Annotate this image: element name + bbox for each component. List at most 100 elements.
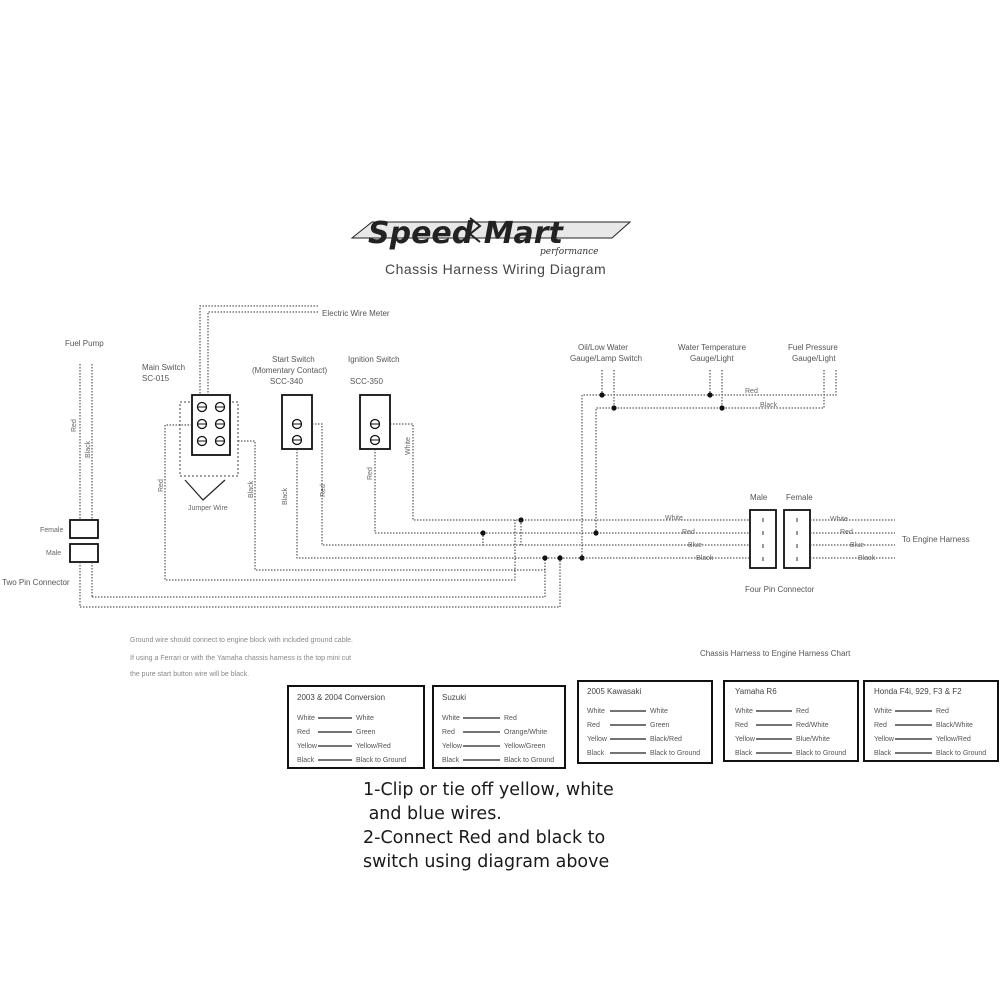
svg-text:White: White (442, 715, 460, 722)
chart-box-1: 2003 & 2004 Conversion White White Red Gre… (287, 685, 425, 769)
label-start-switch: Start Switch (272, 355, 315, 364)
svg-text:Red: Red (297, 729, 310, 736)
svg-text:Female: Female (40, 527, 63, 534)
label-water-temp: Water Temperature (678, 343, 747, 352)
svg-text:Honda F4i, 929, F3 & F2: Honda F4i, 929, F3 & F2 (874, 687, 962, 696)
svg-text:Red: Red (504, 715, 517, 722)
svg-text:Red: Red (442, 729, 455, 736)
svg-text:Black: Black (248, 480, 255, 498)
svg-text:Yellow: Yellow (735, 736, 756, 743)
svg-text:Black: Black (874, 750, 892, 757)
two-pin-connector: Female Male Two Pin Connector (2, 519, 99, 587)
svg-text:Black: Black (696, 555, 714, 562)
svg-text:Red: Red (796, 708, 809, 715)
svg-text:Black: Black (760, 402, 778, 409)
diagram-title: Chassis Harness Wiring Diagram (385, 261, 606, 277)
four-pin-connector (749, 509, 811, 569)
svg-text:Yellow: Yellow (442, 743, 463, 750)
svg-text:White: White (665, 515, 683, 522)
svg-text:White: White (587, 708, 605, 715)
svg-text:2003 & 2004 Conversion: 2003 & 2004 Conversion (297, 693, 385, 702)
svg-text:Black: Black (858, 555, 876, 562)
svg-text:White: White (874, 708, 892, 715)
instruction-line-2: and blue wires. (363, 804, 502, 824)
svg-text:White: White (405, 437, 412, 455)
svg-text:White: White (830, 516, 848, 523)
start-switch (281, 394, 313, 450)
svg-text:Green: Green (356, 729, 376, 736)
note-line-1: Ground wire should connect to engine blo… (130, 637, 353, 644)
instructions: 1-Clip or tie off yellow, white and blue… (363, 778, 663, 874)
label-fuel-pressure-sub: Gauge/Light (792, 354, 836, 363)
instruction-line-1: 1-Clip or tie off yellow, white (363, 780, 614, 800)
svg-text:Blue/White: Blue/White (796, 736, 830, 743)
svg-text:Suzuki: Suzuki (442, 693, 466, 702)
speedmart-logo: Speed Mart performance (350, 216, 632, 257)
label-start-switch-sub: (Momentary Contact) (252, 366, 327, 375)
svg-text:Red: Red (840, 529, 853, 536)
svg-text:Black: Black (282, 487, 289, 505)
svg-text:Black: Black (587, 750, 605, 757)
label-main-switch: Main Switch (142, 363, 185, 372)
svg-text:Black to Ground: Black to Ground (796, 750, 846, 757)
svg-text:White: White (356, 715, 374, 722)
label-oil-pressure-sub: Gauge/Lamp Switch (570, 354, 642, 363)
junction-dots (480, 392, 725, 561)
label-female: Female (786, 493, 813, 502)
svg-text:White: White (735, 708, 753, 715)
label-ignition-switch: Ignition Switch (348, 355, 400, 364)
svg-text:Yellow: Yellow (587, 736, 608, 743)
svg-text:Yellow: Yellow (874, 736, 895, 743)
svg-text:Black to Ground: Black to Ground (650, 750, 700, 757)
svg-text:Red: Red (682, 529, 695, 536)
svg-text:Yellow/Red: Yellow/Red (936, 736, 971, 743)
svg-text:Red: Red (745, 388, 758, 395)
label-fuel-pump: Fuel Pump (65, 339, 104, 348)
svg-text:Yellow/Red: Yellow/Red (356, 743, 391, 750)
svg-text:Black: Black (85, 440, 92, 458)
svg-text:Yamaha R6: Yamaha R6 (735, 687, 777, 696)
svg-text:White: White (297, 715, 315, 722)
svg-text:Red: Red (71, 419, 78, 432)
svg-text:Red: Red (158, 479, 165, 492)
svg-text:Yellow: Yellow (297, 743, 318, 750)
note-line-3: the pure start button wire will be black… (130, 671, 249, 678)
label-main-switch-part: SC-015 (142, 374, 170, 383)
harness-chart-title: Chassis Harness to Engine Harness Chart (700, 649, 851, 658)
svg-text:Black to Ground: Black to Ground (504, 757, 554, 764)
svg-text:Red: Red (320, 484, 327, 497)
svg-text:Yellow/Green: Yellow/Green (504, 743, 545, 750)
svg-text:Black to Ground: Black to Ground (356, 757, 406, 764)
label-water-temp-sub: Gauge/Light (690, 354, 734, 363)
logo-tagline: performance (540, 247, 599, 257)
label-to-engine-harness: To Engine Harness (902, 535, 970, 544)
main-switch: Jumper Wire (179, 394, 239, 512)
svg-text:Blue: Blue (850, 542, 864, 549)
label-four-pin-connector: Four Pin Connector (745, 585, 815, 594)
label-start-switch-part: SCC-340 (270, 377, 303, 386)
note-line-2: If using a Ferrari or with the Yamaha ch… (130, 655, 351, 662)
svg-text:Male: Male (46, 550, 61, 557)
label-two-pin-connector: Two Pin Connector (2, 578, 70, 587)
svg-text:Black: Black (297, 757, 315, 764)
svg-text:Red: Red (735, 722, 748, 729)
label-oil-pressure: Oil/Low Water (578, 343, 628, 352)
svg-text:Black/Red: Black/Red (650, 736, 682, 743)
label-fuel-pressure: Fuel Pressure (788, 343, 838, 352)
label-male: Male (750, 493, 768, 502)
svg-text:Black to Ground: Black to Ground (936, 750, 986, 757)
svg-text:Red: Red (936, 708, 949, 715)
svg-text:Red: Red (367, 467, 374, 480)
instruction-line-3: 2-Connect Red and black to (363, 828, 606, 848)
svg-text:2005 Kawasaki: 2005 Kawasaki (587, 687, 641, 696)
svg-text:Black/White: Black/White (936, 722, 973, 729)
label-ignition-switch-part: SCC-350 (350, 377, 383, 386)
svg-text:Blue: Blue (688, 542, 702, 549)
ignition-switch (359, 394, 391, 450)
logo-brand: Speed Mart (368, 216, 565, 251)
